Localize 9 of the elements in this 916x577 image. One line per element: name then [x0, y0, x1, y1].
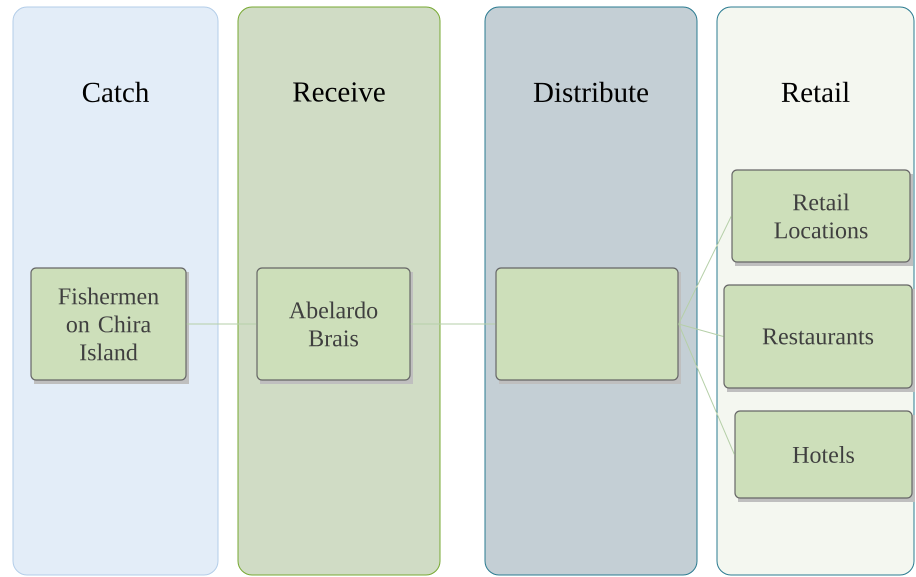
- connector-line: [678, 324, 735, 455]
- process-box: Restaurants: [723, 284, 915, 392]
- process-box: Retail Locations: [731, 169, 913, 266]
- connector-line: [678, 324, 724, 337]
- process-box: Hotels: [734, 410, 915, 502]
- empty-box: [495, 267, 681, 384]
- process-box: Fishermen on Chira Island: [30, 267, 189, 384]
- connector-line: [678, 216, 732, 324]
- process-box: Abelardo Brais: [256, 267, 413, 384]
